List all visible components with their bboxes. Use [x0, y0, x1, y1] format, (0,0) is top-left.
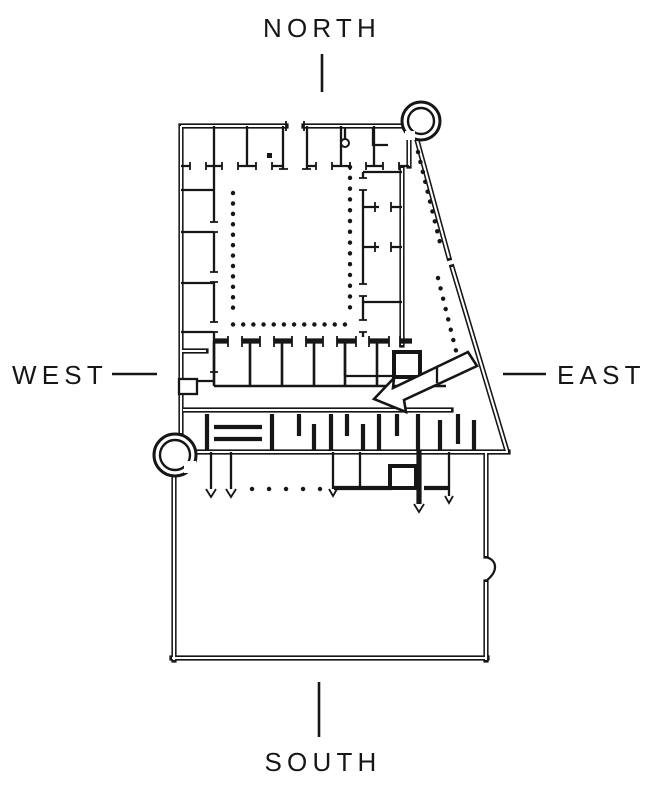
small-corner-room: [392, 350, 422, 379]
east-label: EAST: [557, 360, 646, 390]
south-label: SOUTH: [264, 747, 382, 777]
west-wing-rooms: [177, 166, 218, 396]
south-range-rooms: [212, 336, 446, 388]
entrance-arrow: [371, 350, 479, 415]
west-tower: [152, 432, 198, 478]
pendant-fixture-bulb: [340, 138, 350, 148]
north-wing-rooms: [181, 121, 409, 170]
outer-walls: [172, 126, 508, 660]
diagonal-colonnade-dots: [415, 149, 464, 374]
cloister-colonnade-dots: [230, 164, 358, 327]
corridor-rooms: [204, 414, 477, 450]
west-closet: [177, 377, 199, 396]
wall-return: [371, 128, 388, 147]
north-label: NORTH: [263, 13, 381, 43]
service-rooms: [205, 450, 454, 514]
column-dot: [267, 153, 272, 158]
gate-door-arc: [485, 555, 497, 582]
east-wing-rooms: [343, 170, 422, 379]
small-service-room: [388, 464, 418, 490]
west-label: WEST: [12, 360, 108, 390]
northeast-tower: [400, 100, 442, 142]
